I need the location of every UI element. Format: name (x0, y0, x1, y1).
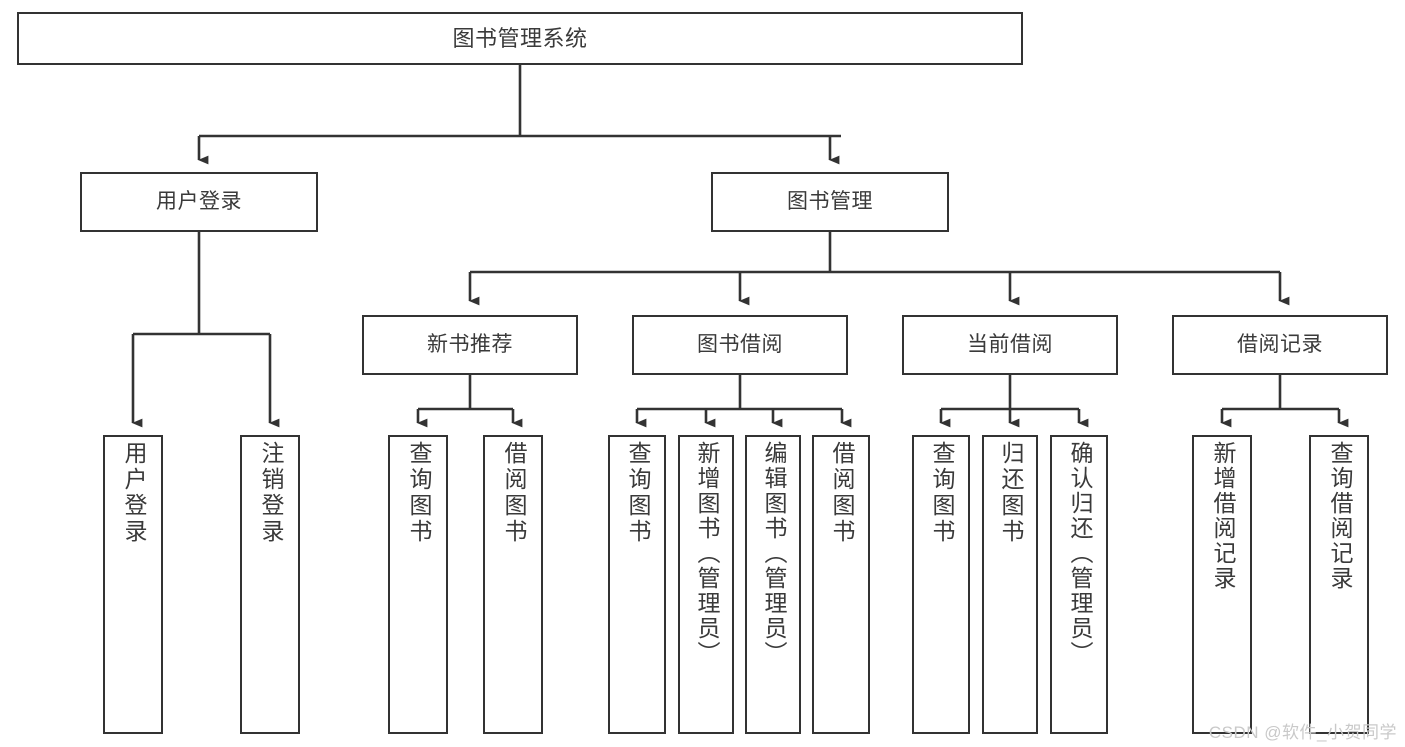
node-label: 归还图书 (997, 441, 1024, 545)
node-label: 查询借阅记录 (1326, 441, 1353, 591)
node-label: 当前借阅 (967, 332, 1053, 356)
node-label: 注销登录 (257, 441, 284, 545)
leaf-borrowrecord-query-record[interactable]: 查询借阅记录 (1309, 435, 1369, 734)
leaf-borrowrecord-add-record[interactable]: 新增借阅记录 (1192, 435, 1252, 734)
leaf-bookborrow-query-books[interactable]: 查询图书 (608, 435, 666, 734)
node-label: 查询图书 (405, 441, 432, 545)
node-label: 借阅记录 (1237, 332, 1323, 356)
node-root-book-management-system[interactable]: 图书管理系统 (17, 12, 1023, 65)
leaf-user-login[interactable]: 用户登录 (103, 435, 163, 734)
csdn-watermark: CSDN @软件_小贺同学 (1208, 723, 1397, 742)
leaf-newbook-query-books[interactable]: 查询图书 (388, 435, 448, 734)
node-book-borrow[interactable]: 图书借阅 (632, 315, 848, 375)
node-label: 新增借阅记录 (1209, 441, 1236, 591)
node-label: 图书管理系统 (452, 25, 588, 51)
node-label: 查询图书 (928, 441, 955, 545)
node-label: 确认归还（管理员） (1066, 441, 1093, 666)
leaf-currentborrow-query-books[interactable]: 查询图书 (912, 435, 970, 734)
leaf-bookborrow-add-book-admin[interactable]: 新增图书（管理员） (678, 435, 734, 734)
node-label: 图书借阅 (697, 332, 783, 356)
node-label: 新增图书（管理员） (693, 441, 720, 666)
node-label: 查询图书 (624, 441, 651, 545)
node-label: 用户登录 (156, 189, 242, 213)
node-label: 用户登录 (120, 441, 147, 545)
leaf-bookborrow-edit-book-admin[interactable]: 编辑图书（管理员） (745, 435, 801, 734)
node-current-borrow[interactable]: 当前借阅 (902, 315, 1118, 375)
leaf-currentborrow-return-books[interactable]: 归还图书 (982, 435, 1038, 734)
leaf-newbook-borrow-books[interactable]: 借阅图书 (483, 435, 543, 734)
node-label: 编辑图书（管理员） (760, 441, 787, 666)
leaf-bookborrow-borrow-books[interactable]: 借阅图书 (812, 435, 870, 734)
node-new-book-recommend[interactable]: 新书推荐 (362, 315, 578, 375)
node-user-login[interactable]: 用户登录 (80, 172, 318, 232)
node-label: 图书管理 (787, 189, 873, 213)
node-borrow-record[interactable]: 借阅记录 (1172, 315, 1388, 375)
leaf-currentborrow-confirm-return-admin[interactable]: 确认归还（管理员） (1050, 435, 1108, 734)
node-book-management[interactable]: 图书管理 (711, 172, 949, 232)
node-label: 借阅图书 (500, 441, 527, 545)
node-label: 新书推荐 (427, 332, 513, 356)
leaf-user-logout[interactable]: 注销登录 (240, 435, 300, 734)
node-label: 借阅图书 (828, 441, 855, 545)
